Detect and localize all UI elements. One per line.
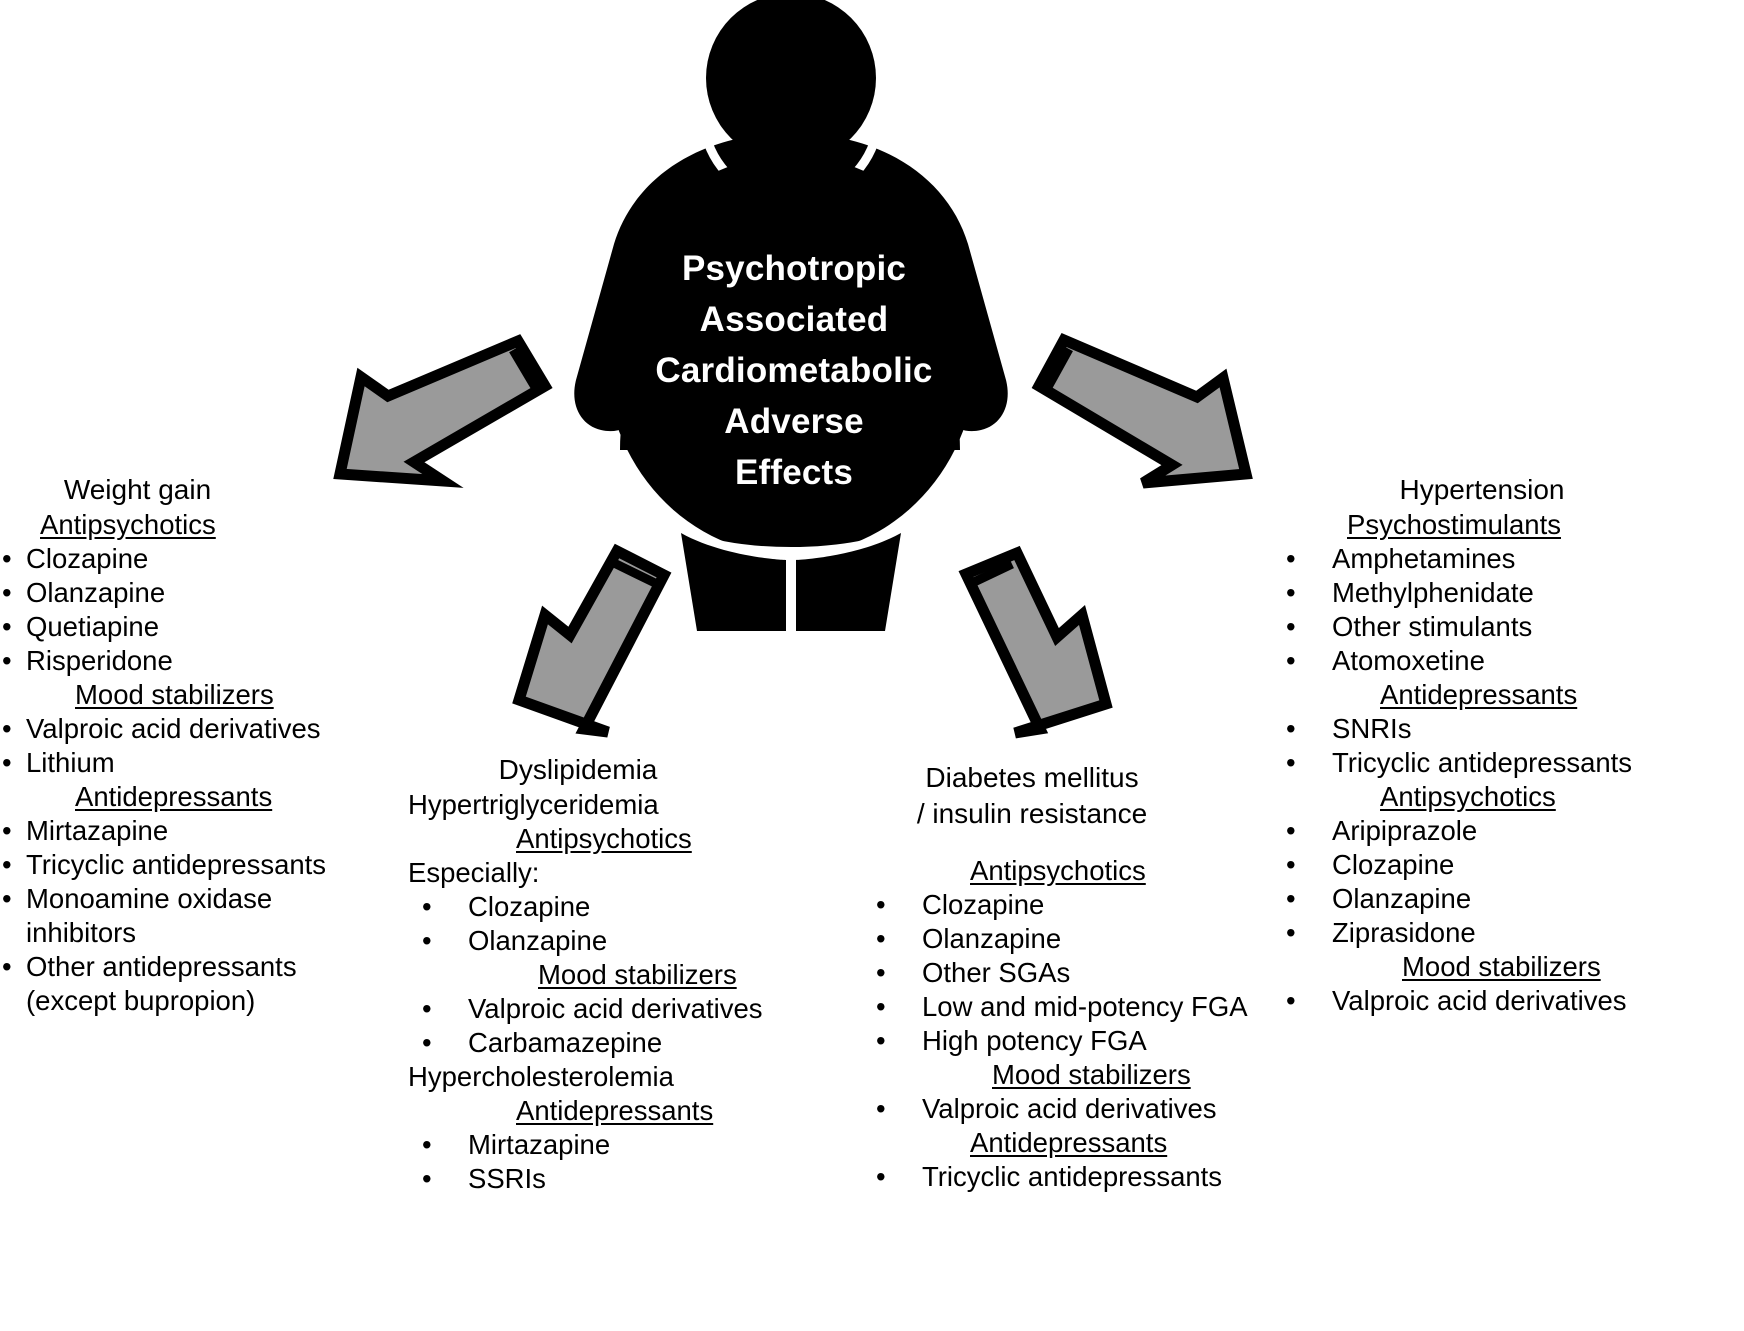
arrow-to-hypertension — [1031, 332, 1253, 489]
list-item: Amphetamines — [1272, 542, 1742, 576]
column-title-weight-gain: Weight gain — [63, 474, 212, 505]
column-title-diabetes: Diabetes mellitus / insulin resistance — [916, 762, 1148, 829]
list-item: Atomoxetine — [1272, 644, 1742, 678]
column-title-dyslipidemia: Dyslipidemia — [498, 754, 658, 785]
list-item: Clozapine — [862, 888, 1262, 922]
list-item: SNRIs — [1272, 712, 1742, 746]
column-title-hypertension: Hypertension — [1399, 474, 1565, 505]
list-item: Monoamine oxidase inhibitors — [0, 882, 340, 950]
list-item: Olanzapine — [408, 924, 808, 958]
figure-hip-gap — [669, 523, 913, 557]
list-item: High potency FGA — [862, 1024, 1262, 1058]
list-item: Mirtazapine — [408, 1128, 808, 1162]
list-item: Valproic acid derivatives — [408, 992, 808, 1026]
center-title: Psychotropic Associated Cardiometabolic … — [620, 243, 968, 498]
list-item: Other SGAs — [862, 956, 1262, 990]
list-item: Clozapine — [1272, 848, 1742, 882]
list-item: Olanzapine — [0, 576, 340, 610]
list-item: Olanzapine — [1272, 882, 1742, 916]
list-item: Other stimulants — [1272, 610, 1742, 644]
subhead-antipsychotics: Antipsychotics — [1380, 781, 1556, 812]
center-title-line-3: Cardiometabolic — [655, 351, 933, 390]
list-item: Quetiapine — [0, 610, 340, 644]
subhead-mood-stabilizers: Mood stabilizers — [538, 959, 737, 990]
subhead-mood-stabilizers: Mood stabilizers — [1402, 951, 1601, 982]
list-item: Valproic acid derivatives — [1272, 984, 1742, 1018]
list-item: Carbamazepine — [408, 1026, 808, 1060]
figure-leg-gap — [786, 548, 796, 634]
list-item: Low and mid-potency FGA — [862, 990, 1262, 1024]
list-item: Tricyclic antidepressants — [0, 848, 340, 882]
list-item: Mirtazapine — [0, 814, 340, 848]
column-weight-gain: Weight gain Antipsychotics Clozapine Ola… — [0, 472, 340, 1018]
figure-neck-gap — [701, 134, 881, 206]
subhead-antidepressants: Antidepressants — [970, 1127, 1168, 1158]
section-label-hypertriglyceridemia: Hypertriglyceridemia — [408, 789, 659, 820]
list-item: Other antidepressants (except bupropion) — [0, 950, 340, 1018]
list-item: Clozapine — [408, 890, 808, 924]
arrow-to-diabetes — [958, 545, 1113, 739]
column-hypertension: Hypertension Psychostimulants Amphetamin… — [1272, 472, 1742, 1018]
arrow-to-dyslipidemia — [512, 543, 672, 738]
subhead-antidepressants: Antidepressants — [75, 781, 273, 812]
subhead-psychostimulants: Psychostimulants — [1347, 509, 1561, 540]
list-item: Aripiprazole — [1272, 814, 1742, 848]
figure-left-leg — [681, 533, 786, 631]
arrow-to-weight-gain — [333, 334, 553, 488]
list-item: Risperidone — [0, 644, 340, 678]
subhead-antidepressants: Antidepressants — [1380, 679, 1578, 710]
list-item: SSRIs — [408, 1162, 808, 1196]
list-item: Valproic acid derivatives — [0, 712, 340, 746]
spacer — [862, 832, 1262, 854]
list-item: Valproic acid derivatives — [862, 1092, 1262, 1126]
section-label-hypercholesterolemia: Hypercholesterolemia — [408, 1061, 674, 1092]
subhead-mood-stabilizers: Mood stabilizers — [75, 679, 274, 710]
note-especially: Especially: — [408, 857, 540, 888]
figure-right-leg — [796, 533, 901, 631]
list-item: Methylphenidate — [1272, 576, 1742, 610]
center-title-line-1: Psychotropic — [681, 249, 907, 288]
subhead-antipsychotics: Antipsychotics — [516, 823, 692, 854]
center-title-line-2: Associated — [699, 300, 889, 339]
subhead-antidepressants: Antidepressants — [516, 1095, 714, 1126]
list-item: Clozapine — [0, 542, 340, 576]
center-title-line-4: Adverse — [724, 402, 864, 441]
subhead-mood-stabilizers: Mood stabilizers — [992, 1059, 1191, 1090]
center-title-line-5: Effects — [734, 453, 854, 492]
subhead-antipsychotics: Antipsychotics — [40, 509, 216, 540]
list-item: Tricyclic antidepressants — [862, 1160, 1262, 1194]
list-item: Olanzapine — [862, 922, 1262, 956]
list-item: Lithium — [0, 746, 340, 780]
list-item: Ziprasidone — [1272, 916, 1742, 950]
column-diabetes-mellitus: Diabetes mellitus / insulin resistance A… — [862, 760, 1262, 1194]
column-dyslipidemia: Dyslipidemia Hypertriglyceridemia Antips… — [408, 752, 808, 1196]
list-item: Tricyclic antidepressants — [1272, 746, 1742, 780]
subhead-antipsychotics: Antipsychotics — [970, 855, 1146, 886]
figure-head — [706, 0, 876, 163]
